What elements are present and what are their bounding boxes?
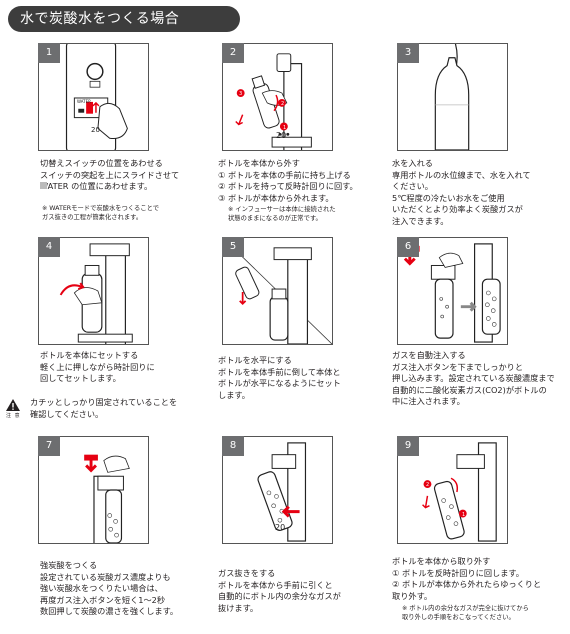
- step-3-caption: 水を入れる 専用ボトルの水位線まで、水を入れて ください。 5℃程度の冷たいお水…: [392, 158, 531, 226]
- step-1-illustration: 1: [38, 43, 149, 151]
- step-1-number: 1: [38, 43, 60, 63]
- step-6-caption: ガスを自動注入する ガス注入ボタンを下までしっかりと 押し込みます。設定されてい…: [392, 350, 555, 406]
- step-1-display: 20: [91, 126, 100, 134]
- step-2-marker-2: 2: [281, 101, 285, 107]
- step-9-marker-1: 1: [462, 512, 466, 518]
- step-1-switch-label: WATER: [77, 99, 91, 104]
- step-2-marker-3: 3: [239, 91, 243, 97]
- step-2-display: 20: [276, 131, 287, 140]
- step-2-note: ※ インフューサーは本体に接続された 状態のままになるのが正常です。: [228, 206, 336, 222]
- step-5-number: 5: [222, 237, 244, 257]
- step-7-illustration: 7: [38, 436, 149, 544]
- step-9-caption: ボトルを本体から取り外す ① ボトルを反時計回りに回します。 ② ボトルが本体か…: [392, 556, 542, 601]
- step-3-number: 3: [397, 43, 419, 63]
- step-8-illustration: 20 8: [222, 436, 333, 544]
- step-6-number: 6: [397, 237, 419, 257]
- step-4-caption: ボトルを本体にセットする 軽く上に押しながら時計回りに 回してセットします。: [40, 350, 155, 383]
- step-1-caption: 切替えスイッチの位置をあわせる スイッチの突起を上にスライドさせて WATER …: [40, 158, 180, 191]
- step-9-marker-2: 2: [426, 482, 430, 488]
- caution-text: カチッとしっかり固定されていることを 確認してください。: [30, 397, 178, 419]
- step-2-marker-1: 1: [283, 125, 287, 131]
- step-5-illustration: 5: [222, 237, 333, 345]
- step-9-number: 9: [397, 436, 419, 456]
- step-4-illustration: 4: [38, 237, 149, 345]
- step-4-number: 4: [38, 237, 60, 257]
- water-mode-icon: [40, 182, 47, 189]
- step-8-caption: ガス抜きをする ボトルを本体から手前に引くと 自動的にボトル内の余分なガスが 抜…: [218, 568, 341, 613]
- step-7-number: 7: [38, 436, 60, 456]
- step-9-illustration: 1 2 9: [397, 436, 508, 544]
- step-1-note: ※ WATERモードで炭酸水をつくることで ガス抜きの工程が簡素化されます。: [42, 205, 160, 221]
- step-2-caption: ボトルを本体から外す ① ボトルを本体の手前に持ち上げる ② ボトルを持って反時…: [218, 158, 358, 203]
- warning-icon: [6, 399, 20, 411]
- step-2-illustration: 20 1 2 3 2: [222, 43, 333, 151]
- caution-label: 注 意: [6, 413, 21, 419]
- step-8-number: 8: [222, 436, 244, 456]
- step-2-number: 2: [222, 43, 244, 63]
- step-7-caption: 強炭酸をつくる 設定されている炭酸ガス濃度よりも 強い炭酸水をつくりたい場合は、…: [40, 560, 179, 616]
- step-6-illustration: 6: [397, 237, 508, 345]
- step-3-illustration: 3: [397, 43, 508, 151]
- step-9-note: ※ ボトル内の余分なガスが完全に抜けてから 取り外しの手順をおこなってください。: [402, 605, 529, 621]
- step-8-display: 20: [275, 523, 286, 532]
- step-5-caption: ボトルを水平にする ボトルを本体手前に倒して本体と ボトルが水平になるようにセッ…: [218, 355, 341, 400]
- section-title: 水で炭酸水をつくる場合: [8, 6, 240, 32]
